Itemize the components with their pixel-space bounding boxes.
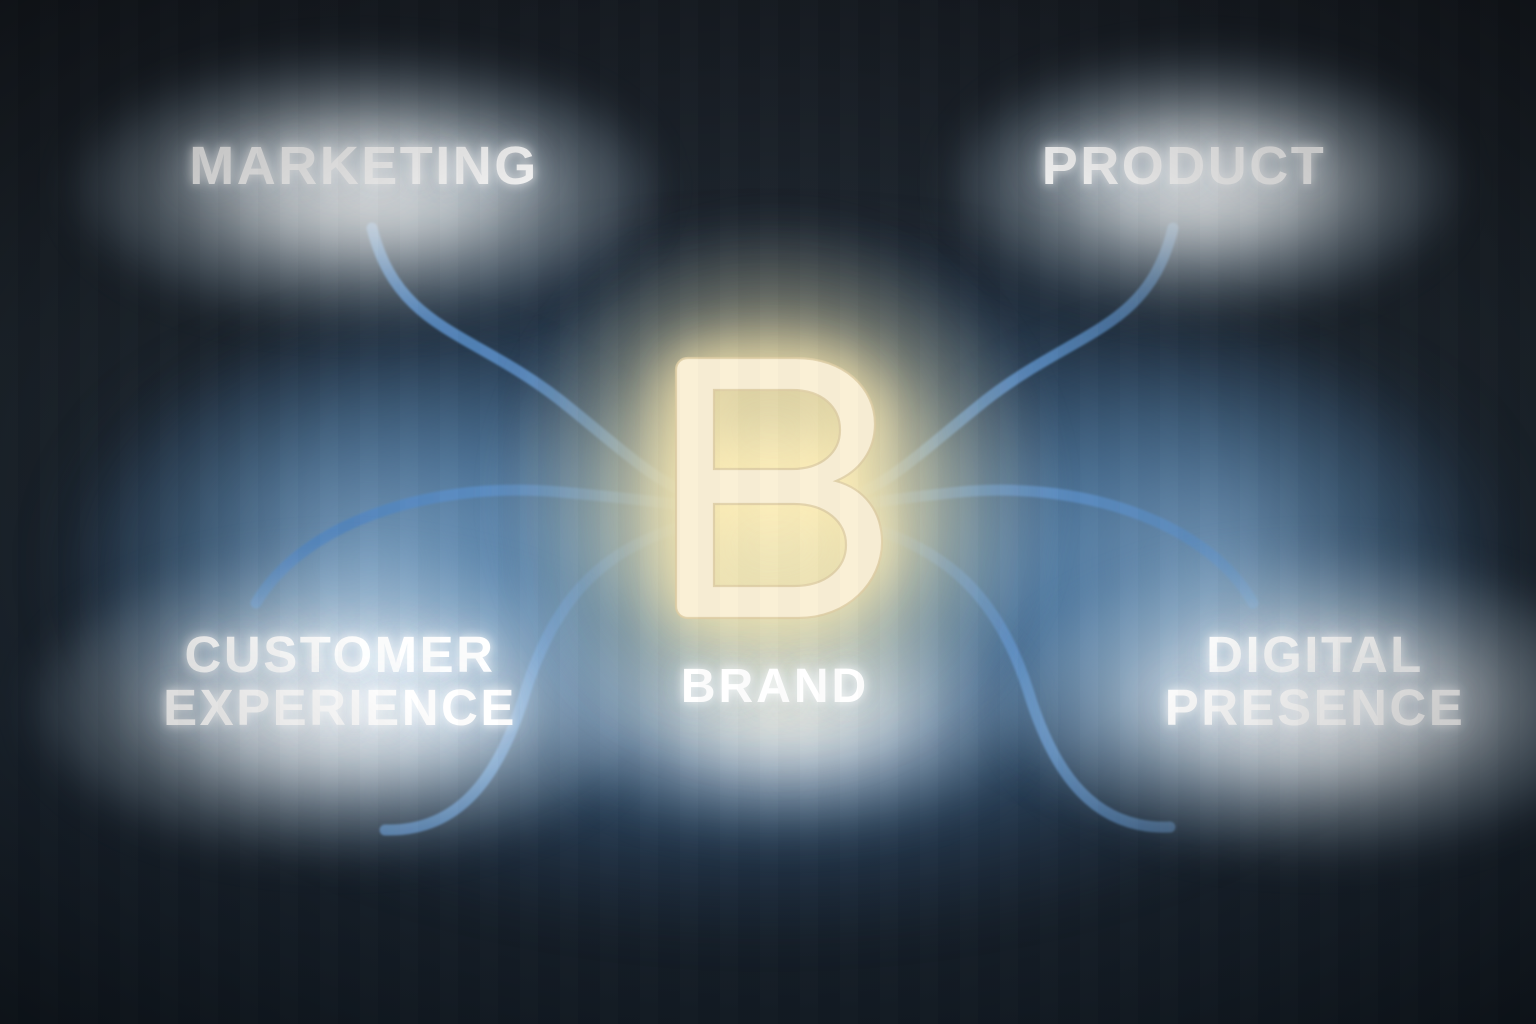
brand-monogram-b: [672, 352, 884, 624]
node-label-customer-experience[interactable]: CUSTOMER EXPERIENCE: [90, 628, 590, 734]
node-label-customer-experience-line-2: EXPERIENCE: [163, 679, 517, 737]
node-label-marketing-line-1: MARKETING: [189, 136, 539, 196]
node-label-digital-presence-line-2: PRESENCE: [1164, 679, 1466, 737]
letter-b-glyph: [674, 356, 884, 620]
node-label-marketing[interactable]: MARKETING: [168, 138, 560, 194]
node-label-product[interactable]: PRODUCT: [1032, 138, 1336, 194]
node-label-product-line-1: PRODUCT: [1041, 136, 1327, 196]
hub-label-brand[interactable]: BRAND: [680, 660, 870, 713]
node-label-customer-experience-line-1: CUSTOMER: [184, 626, 496, 683]
node-label-digital-presence[interactable]: DIGITAL PRESENCE: [1100, 628, 1530, 734]
node-label-digital-presence-line-1: DIGITAL: [1206, 626, 1424, 683]
